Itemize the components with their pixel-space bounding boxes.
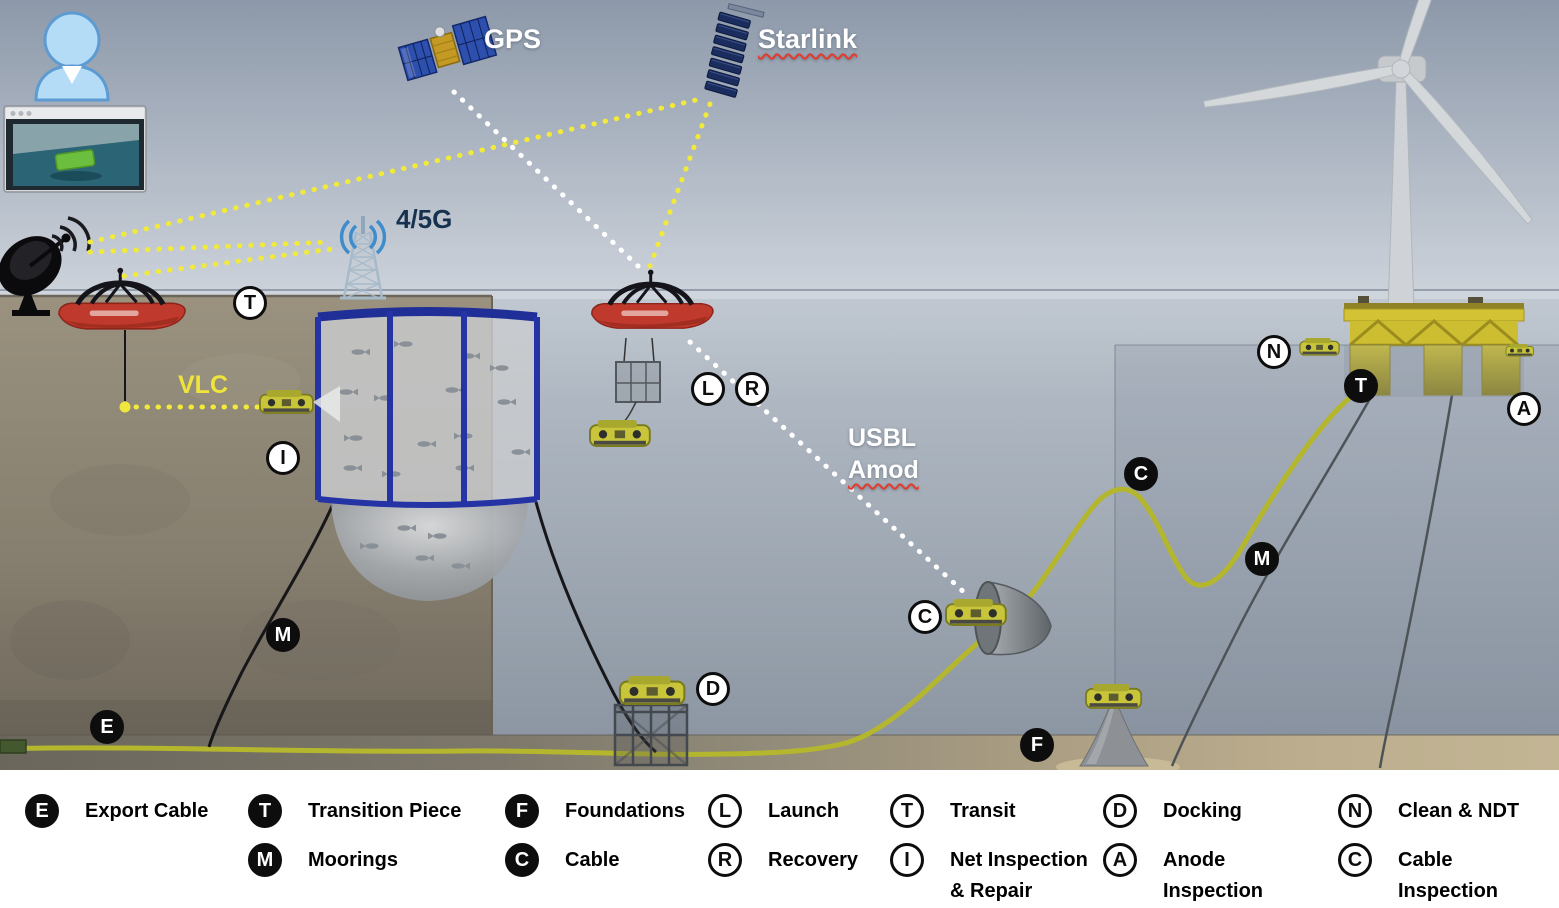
sky [0,0,1559,292]
legend-key-t: T [890,794,924,828]
legend-key-a: A [1103,843,1137,877]
cage-net-dome [331,501,528,601]
legend-key-i: I [890,843,924,877]
camera-beam [313,386,340,422]
starlink-satellite-icon [704,3,765,98]
legend-label: Moorings [308,849,398,871]
cable-termination [0,739,27,754]
vlc-link [119,330,340,422]
legend-item-clean-ndt: N Clean & NDT [1338,794,1519,828]
usbl-link [687,339,969,597]
legend-item-docking: D Docking [1103,794,1242,828]
legend: E Export Cable T Transition Piece F Foundatio… [0,770,1559,908]
legend-item-export-cable: E Export Cable [25,794,208,828]
legend-label: Foundations [565,800,685,822]
legend-key-m: M [248,843,282,877]
legend-label: Net Inspection& Repair [950,849,1088,902]
comm-links-yellow [87,97,713,279]
legend-item-net-inspection-repair: I Net Inspection& Repair [890,843,1088,907]
docking-station [613,703,689,767]
gps-satellite-icon [397,15,498,82]
legend-item-recovery: R Recovery [708,843,858,877]
export-cable [0,390,1358,757]
legend-key-l: L [708,794,742,828]
legend-key-e: E [25,794,59,828]
legend-item-launch: L Launch [708,794,839,828]
comm-links-white [451,89,969,597]
operator-avatar-icon [34,11,110,102]
signal-arcs-icon [51,216,91,252]
legend-item-foundations: F Foundations [505,794,685,828]
legend-label: Export Cable [85,800,209,822]
legend-item-cable: C Cable [505,843,619,877]
legend-label: Transition Piece [308,800,462,822]
cellular-tower-icon [339,216,387,300]
floating-foundation [1343,296,1525,397]
legend-label: Launch [768,800,840,822]
control-screen-thumbnail [3,105,147,193]
foundation-moorings [1170,394,1454,769]
vlc-node [119,401,131,413]
legend-item-transit: T Transit [890,794,1016,828]
legend-label: Cable [565,849,620,871]
legend-label: Recovery [768,849,859,871]
legend-item-moorings: M Moorings [248,843,398,877]
legend-label: Docking [1163,800,1242,822]
ground-station-dish-icon [0,216,91,316]
lars-basket [615,337,661,425]
legend-key-n: N [1338,794,1372,828]
legend-key-c: C [505,843,539,877]
legend-label: Clean & NDT [1398,800,1520,822]
legend-key-f: F [505,794,539,828]
legend-key-c: C [1338,843,1372,877]
wind-turbine [1202,0,1536,310]
wifi-arcs-icon [339,219,387,255]
legend-key-d: D [1103,794,1137,828]
legend-item-transition-piece: T Transition Piece [248,794,461,828]
legend-key-t: T [248,794,282,828]
legend-label: Transit [950,800,1016,822]
fish-cage [315,307,540,601]
legend-key-r: R [708,843,742,877]
cage-frame [315,307,540,508]
